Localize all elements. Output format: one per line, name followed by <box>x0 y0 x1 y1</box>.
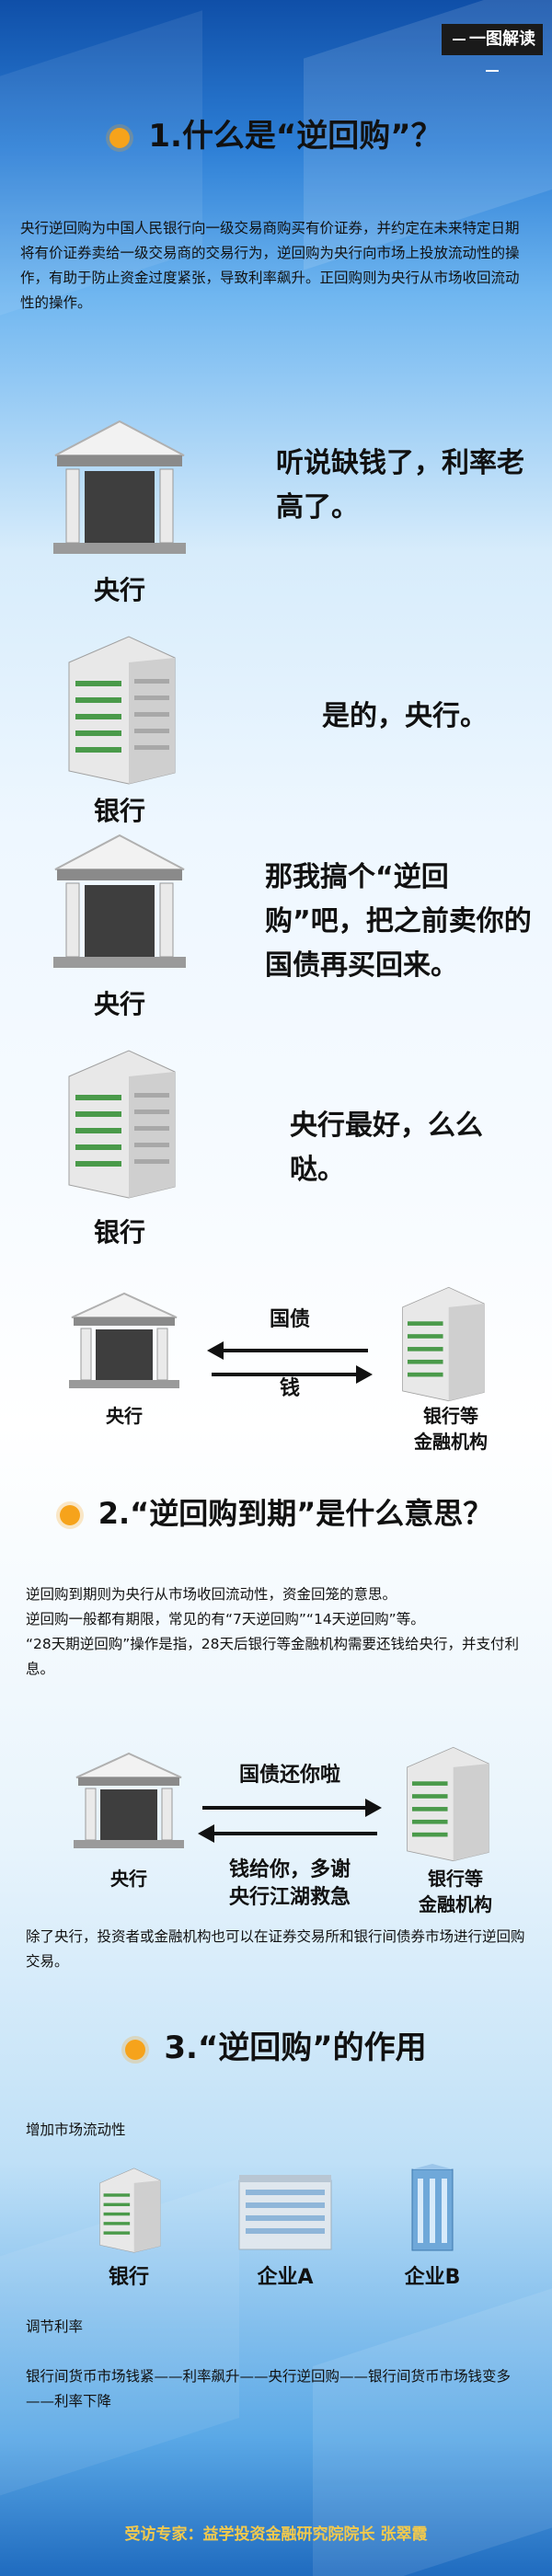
flow1-bottom-label: 钱 <box>279 1377 300 1400</box>
bank-building-icon <box>68 1050 176 1199</box>
bank-building-icon <box>68 636 176 785</box>
central-bank-icon <box>53 420 186 554</box>
header-tag: 一图解读 <box>442 24 543 72</box>
section3-subtitle-1: 增加市场流动性 <box>26 2122 126 2138</box>
flow1-top-label: 国债 <box>269 1308 310 1331</box>
flow1-left-label: 央行 <box>106 1405 143 1427</box>
exchange-arrows-icon <box>198 1799 382 1843</box>
bullet-dot-icon <box>125 2039 146 2060</box>
central-bank-icon <box>53 834 186 968</box>
flow2-left-label: 央行 <box>110 1868 147 1890</box>
exchange-arrows-icon <box>207 1341 373 1384</box>
flow2-top-label: 国债还你啦 <box>238 1764 340 1787</box>
bullet-dot-icon <box>59 1505 80 1525</box>
company-b-building-icon <box>411 2164 454 2251</box>
section2-title: 2.“逆回购到期”是什么意思？ <box>0 1490 552 1533</box>
section1-title: 1.什么是“逆回购”？ <box>0 110 552 155</box>
section3-title: 3.“逆回购”的作用 <box>0 2022 552 2067</box>
expert-credit: 受访专家：益学投资金融研究院院长 张翠霞 <box>124 2525 428 2544</box>
bullet-dot-icon <box>109 127 131 148</box>
central-bank-icon <box>74 1752 184 1848</box>
section3-number: 3. <box>164 2030 198 2066</box>
speaker-central-bank: 央行 <box>93 989 145 1019</box>
section3-subtitle-2: 调节利率 <box>26 2318 84 2335</box>
section3-title-text: “逆回购”的作用 <box>197 2030 427 2066</box>
entity-label-company-b: 企业B <box>404 2266 461 2289</box>
section1-intro: 央行逆回购为中国人民银行向一级交易商购买有价证券，并约定在未来特定日期将有价证券… <box>20 220 520 311</box>
flow1-right-label: 银行等 金融机构 <box>414 1405 488 1453</box>
section1-title-text: 什么是“逆回购”？ <box>181 118 443 155</box>
section1-number: 1. <box>148 118 182 155</box>
section3-chain: 银行间货币市场钱紧——利率飙升——央行逆回购——银行间货币市场钱变多——利率下降 <box>26 2368 512 2409</box>
bank-building-icon <box>407 1746 489 1862</box>
entity-label-company-a: 企业A <box>257 2266 314 2289</box>
dialogue-line-3: 那我搞个“逆回购”吧，把之前卖你的国债再买回来。 <box>265 861 532 982</box>
bank-building-icon <box>99 2168 161 2253</box>
section2-text-block: 逆回购到期则为央行从市场收回流动性，资金回笼的意思。 逆回购一般都有期限，常见的… <box>26 1582 527 1682</box>
dialogue-line-1: 听说缺钱了，利率老高了。 <box>276 447 524 523</box>
section2-title-text: “逆回购到期”是什么意思？ <box>130 1496 493 1531</box>
flow2-right-label: 银行等 金融机构 <box>419 1868 492 1915</box>
section2-paragraph-4: 除了央行，投资者或金融机构也可以在证券交易所和银行间债券市场进行逆回购交易。 <box>26 1928 525 1970</box>
flow2-bottom-label: 钱给你，多谢 央行江湖救急 <box>228 1858 351 1909</box>
dialogue-line-4: 央行最好，么么哒。 <box>290 1110 483 1186</box>
speaker-bank: 银行 <box>93 1217 145 1248</box>
section2-paragraph: 逆回购到期则为央行从市场收回流动性，资金回笼的意思。 <box>26 1586 397 1603</box>
speaker-bank: 银行 <box>93 796 145 826</box>
header-tag-text: 一图解读 <box>469 29 535 49</box>
company-a-building-icon <box>238 2175 332 2250</box>
entity-label-bank: 银行 <box>108 2266 149 2289</box>
speaker-central-bank: 央行 <box>93 575 145 605</box>
section2-paragraph: 逆回购一般都有期限，常见的有“7天逆回购”“14天逆回购”等。 <box>26 1611 425 1627</box>
central-bank-icon <box>69 1292 179 1388</box>
section2-number: 2. <box>98 1496 131 1531</box>
section2-paragraph: “28天期逆回购”操作是指，28天后银行等金融机构需要还钱给央行，并支付利息。 <box>26 1636 520 1677</box>
bank-building-icon <box>402 1286 485 1402</box>
dialogue-line-2: 是的，央行。 <box>322 700 488 732</box>
